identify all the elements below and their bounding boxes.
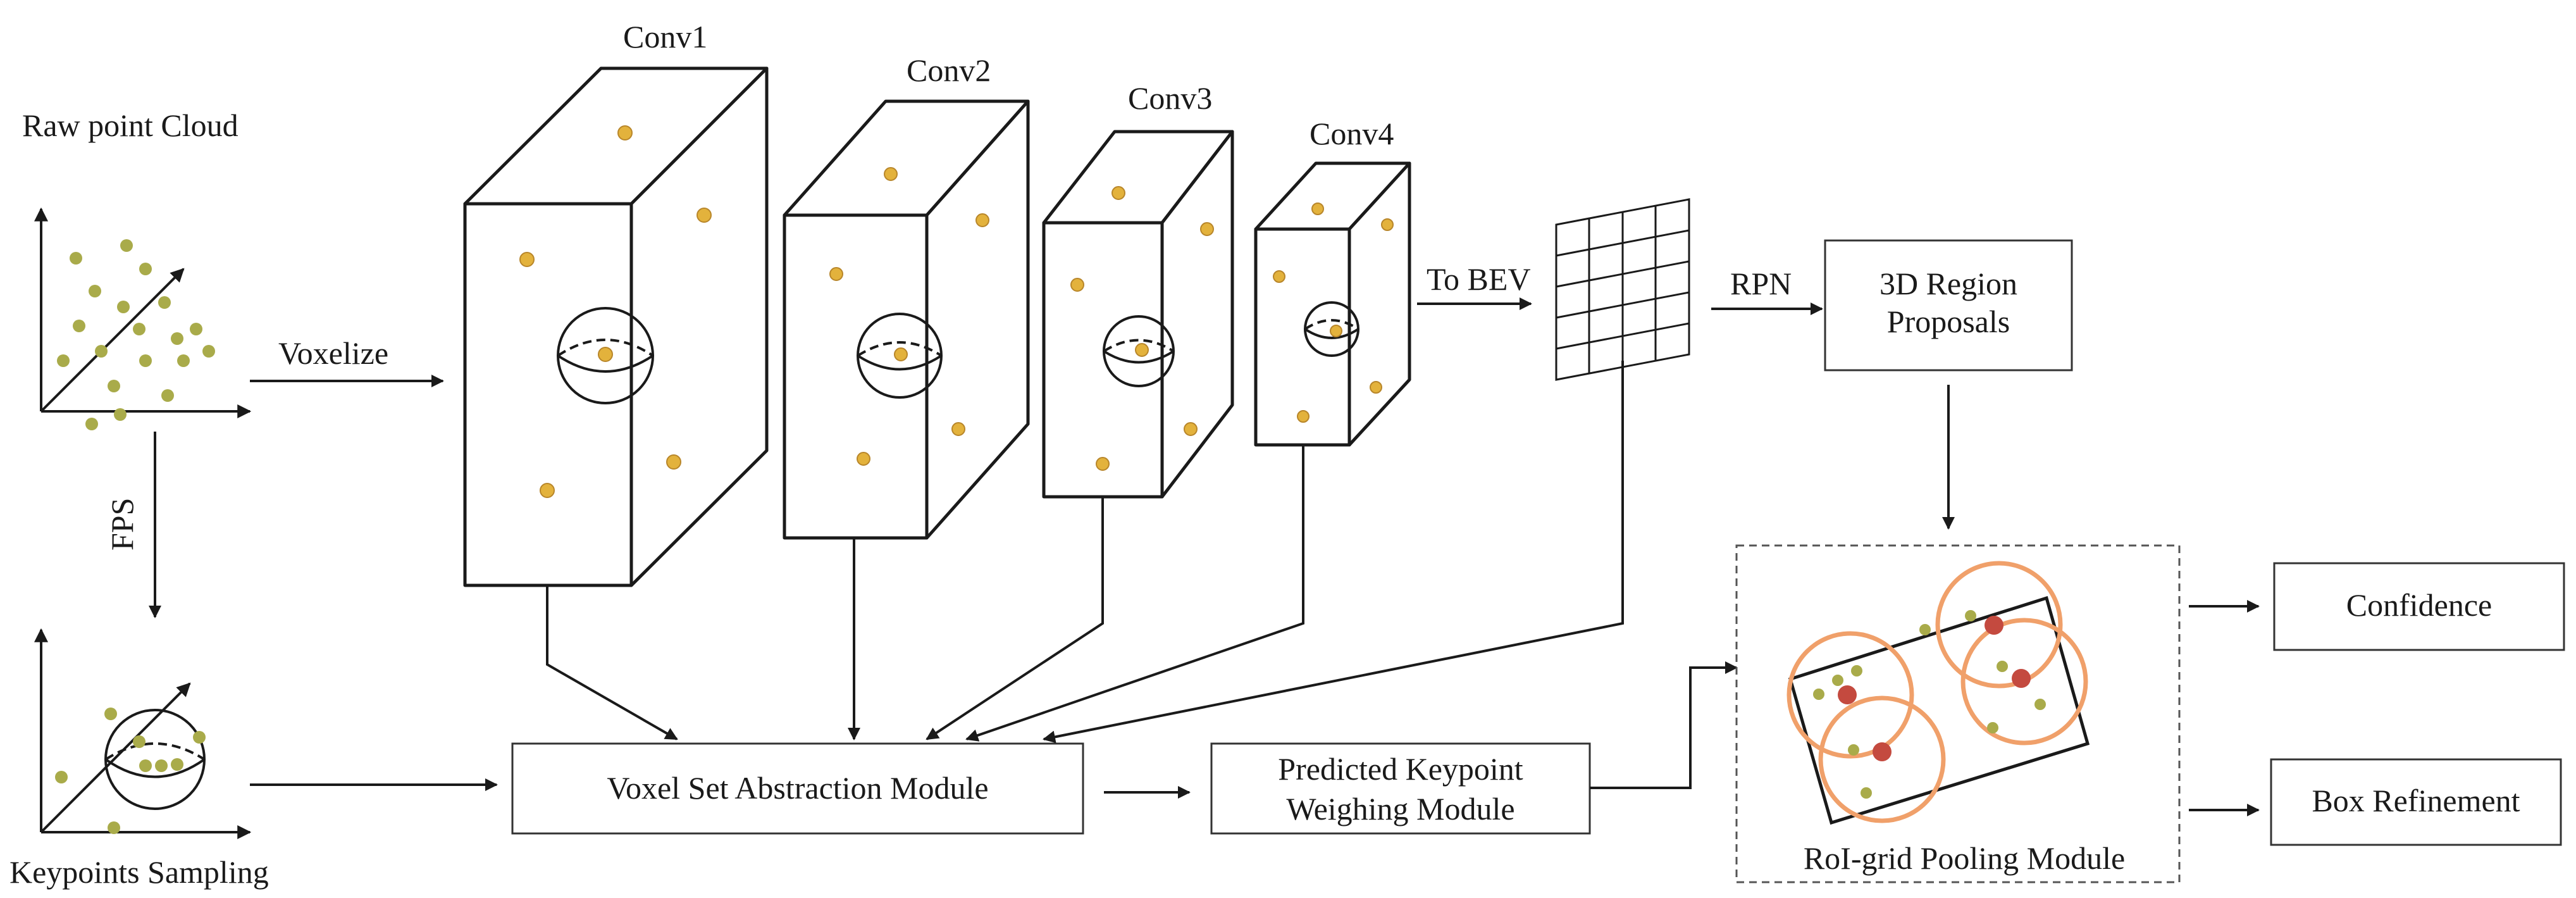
bev-to-vsa-arrow <box>1043 361 1624 744</box>
vsa-module-label: Voxel Set Abstraction Module <box>607 770 988 806</box>
confidence-box: Confidence <box>2273 562 2565 651</box>
keypoints-sampling-label: Keypoints Sampling <box>9 854 269 890</box>
rpn-label: RPN <box>1730 266 1792 301</box>
box-refinement-label: Box Refinement <box>2312 783 2520 818</box>
raw-point-cloud-plot <box>34 207 252 430</box>
conv4-to-vsa-arrow <box>965 445 1304 742</box>
box-refinement-box: Box Refinement <box>2270 758 2562 846</box>
conv1-volume <box>463 66 769 587</box>
region-proposals-line2: Proposals <box>1887 304 2010 339</box>
region-proposals-line1: 3D Region <box>1879 266 2017 301</box>
pkw-line2: Weighing Module <box>1286 791 1514 826</box>
conv2-volume <box>783 99 1030 540</box>
voxelize-label: Voxelize <box>278 335 388 371</box>
pkw-line1: Predicted Keypoint <box>1278 751 1523 787</box>
conv4-volume <box>1254 161 1411 447</box>
conv3-volume <box>1042 130 1234 499</box>
region-proposals-box: 3D Region Proposals <box>1824 239 2073 371</box>
vsa-module-box: Voxel Set Abstraction Module <box>511 742 1084 835</box>
fps-label: FPS <box>104 498 140 551</box>
pkw-to-roi-arrow <box>1590 661 1738 789</box>
keypoints-sampling-plot <box>34 628 252 839</box>
keypoints <box>55 708 206 834</box>
roi-grid-label: RoI-grid Pooling Module <box>1804 840 2125 876</box>
conv3-to-vsa-arrow <box>926 497 1104 740</box>
confidence-label: Confidence <box>2346 587 2492 623</box>
to-bev-label: To BEV <box>1427 261 1531 297</box>
roi-grid-module <box>1735 544 2181 883</box>
keypoint-sphere <box>104 709 206 810</box>
conv2-label: Conv2 <box>907 53 991 88</box>
raw-point-cloud-label: Raw point Cloud <box>22 108 238 143</box>
conv4-label: Conv4 <box>1310 116 1394 151</box>
raw-points <box>57 239 215 430</box>
bev-grid <box>1555 198 1690 381</box>
pkw-module-box: Predicted Keypoint Weighing Module <box>1210 742 1591 835</box>
conv1-to-vsa-arrow <box>546 585 678 740</box>
conv1-label: Conv1 <box>623 19 707 54</box>
conv3-label: Conv3 <box>1128 80 1212 116</box>
